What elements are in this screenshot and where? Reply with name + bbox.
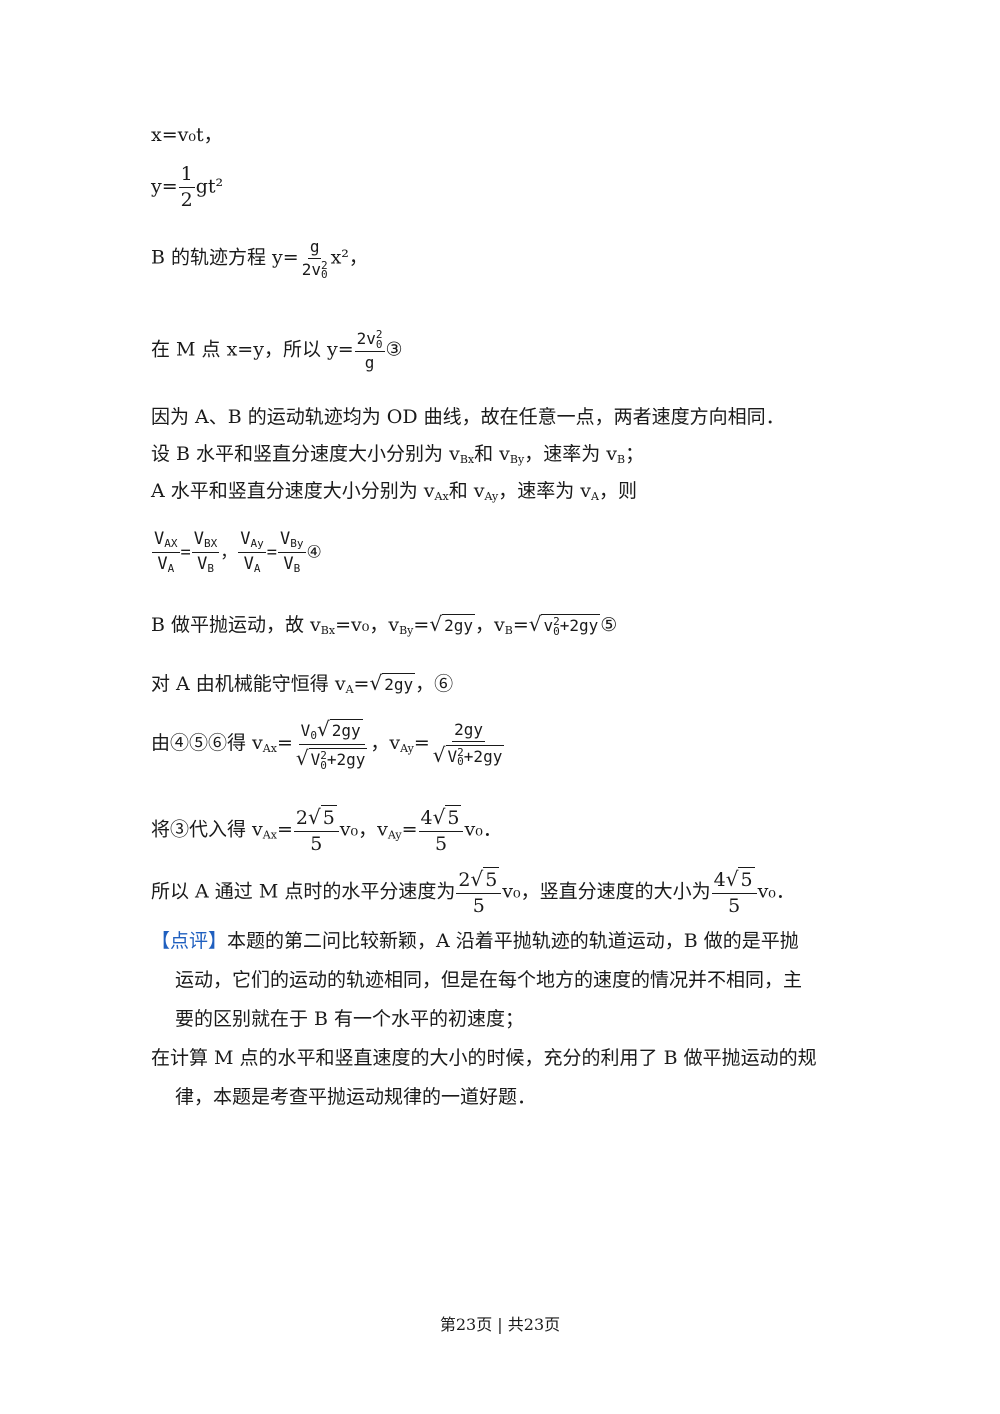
sqrt: √2gy bbox=[369, 671, 416, 695]
text-paragraph: 因为 A、B 的运动轨迹均为 OD 曲线，故在任意一点，两者速度方向相同． bbox=[151, 406, 785, 428]
comment-paragraph: 律，本题是考查平抛运动规律的一道好题． bbox=[175, 1086, 537, 1108]
text-paragraph: A 水平和竖直分速度大小分别为 vAx和 vAy，速率为 vA，则 bbox=[151, 480, 637, 503]
sqrt: √2gy bbox=[429, 612, 475, 636]
comment-paragraph: 在计算 M 点的水平和竖直速度的大小的时候，充分的利用了 B 做平抛运动的规 bbox=[151, 1047, 817, 1069]
energy-equation: 对 A 由机械能守恒得 vA=√2gy，⑥ bbox=[151, 671, 454, 696]
text-paragraph: 设 B 水平和竖直分速度大小分别为 vBx和 vBy，速率为 vB； bbox=[151, 443, 645, 466]
eq-x: x=v₀t， bbox=[151, 124, 223, 146]
comment-paragraph: 要的区别就在于 B 有一个水平的初速度； bbox=[175, 1008, 525, 1030]
comment-paragraph: 运动，它们的运动的轨迹相同，但是在每个地方的速度的情况并不相同，主 bbox=[175, 969, 803, 991]
page-footer: 第23页 | 共23页 bbox=[439, 1315, 561, 1334]
comment-label: 【点评】 bbox=[151, 930, 228, 952]
comment-paragraph: 【点评】本题的第二问比较新颖，A 沿着平抛轨迹的轨道运动，B 做的是平抛 bbox=[151, 930, 799, 952]
